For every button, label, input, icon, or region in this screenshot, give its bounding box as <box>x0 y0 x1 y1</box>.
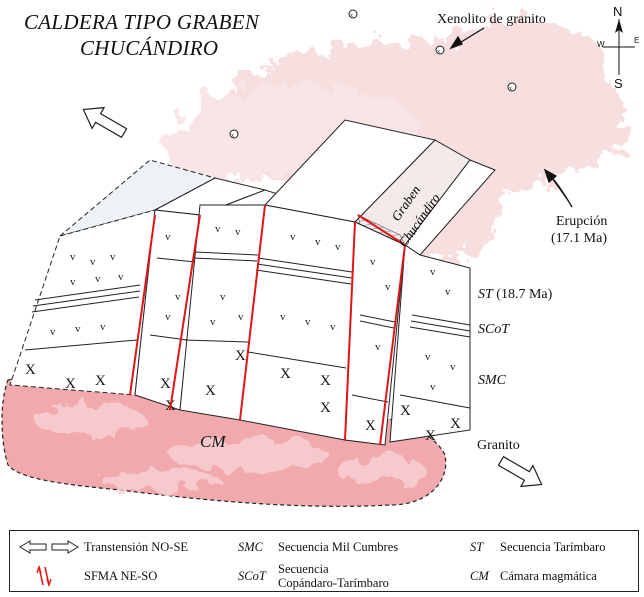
st-abbr: ST <box>478 287 493 302</box>
svg-text:X: X <box>280 366 291 382</box>
svg-text:X: X <box>320 400 331 416</box>
legend-fault-icon <box>36 565 52 587</box>
svg-text:v: v <box>70 251 76 263</box>
cm-label: CM <box>200 432 226 451</box>
svg-text:v: v <box>280 311 286 323</box>
legend-st-abbr: ST <box>470 540 484 554</box>
xenolith-icon: x <box>435 45 445 55</box>
svg-text:v: v <box>165 231 171 243</box>
granito-label: Granito <box>477 438 520 453</box>
svg-text:v: v <box>75 323 81 335</box>
crustal-block-6 <box>389 159 496 443</box>
svg-text:v: v <box>70 276 76 288</box>
svg-text:X: X <box>235 348 246 364</box>
crustal-block-2 <box>134 177 267 411</box>
compass-icon <box>603 19 635 75</box>
svg-text:X: X <box>365 418 376 434</box>
svg-text:v: v <box>290 231 296 243</box>
eruption-label-2: (17.1 Ma) <box>551 231 607 246</box>
legend-transtension: Transtensión NO-SE <box>84 540 189 554</box>
svg-text:v: v <box>118 271 124 283</box>
svg-text:x: x <box>509 86 512 92</box>
legend-arrow-right-icon <box>51 540 79 554</box>
svg-text:v: v <box>100 321 106 333</box>
svg-text:x: x <box>350 13 353 19</box>
transtension-arrow-se <box>497 455 543 488</box>
svg-text:v: v <box>430 266 436 278</box>
compass-south: S <box>614 76 623 91</box>
svg-text:X: X <box>160 376 171 392</box>
legend-smc-desc: Secuencia Mil Cumbres <box>278 540 399 554</box>
svg-text:v: v <box>175 291 181 303</box>
legend-sfma: SFMA NE-SO <box>84 569 158 583</box>
scot-label: SCoT <box>478 322 510 337</box>
xenolith-icon: x <box>507 82 517 92</box>
pointer-arrows <box>449 27 573 208</box>
legend-cm-desc: Cámara magmática <box>500 569 597 583</box>
svg-text:v: v <box>95 273 101 285</box>
xenolith-label: Xenolito de granito <box>437 12 546 27</box>
svg-text:X: X <box>65 376 76 392</box>
svg-text:v: v <box>215 223 221 235</box>
svg-text:v: v <box>370 256 376 268</box>
legend: Transtensión NO-SE SFMA NE-SO SMC Secuen… <box>9 530 639 592</box>
svg-text:v: v <box>430 381 436 393</box>
svg-text:X: X <box>425 428 436 444</box>
svg-text:v: v <box>335 241 341 253</box>
smc-label: SMC <box>478 373 506 388</box>
svg-text:v: v <box>210 316 216 328</box>
sfma-faults <box>129 204 406 446</box>
xenolith-icon: x <box>348 9 358 19</box>
svg-text:v: v <box>385 281 391 293</box>
svg-text:x: x <box>231 133 234 139</box>
legend-scot-desc-2: Copándaro-Tarímbaro <box>278 576 389 590</box>
svg-text:X: X <box>205 383 216 399</box>
xenolith-icons: x x x x <box>229 9 517 139</box>
legend-scot-desc-1: Secuencia <box>278 562 329 576</box>
svg-text:v: v <box>90 256 96 268</box>
svg-text:v: v <box>445 286 451 298</box>
svg-text:X: X <box>95 373 106 389</box>
legend-cm-abbr: CM <box>470 569 489 583</box>
compass-north: N <box>613 4 623 19</box>
svg-text:X: X <box>25 362 36 378</box>
svg-text:X: X <box>320 373 331 389</box>
legend-scot-abbr: SCoT <box>238 569 266 583</box>
legend-arrow-left-icon <box>19 540 47 554</box>
svg-text:v: v <box>450 361 456 373</box>
svg-text:v: v <box>375 341 381 353</box>
svg-text:v: v <box>235 226 241 238</box>
svg-text:v: v <box>110 251 116 263</box>
svg-text:X: X <box>400 403 411 419</box>
legend-st-desc: Secuencia Tarímbaro <box>500 540 606 554</box>
svg-text:v: v <box>220 291 226 303</box>
diagram-title-line2: CHUCÁNDIRO <box>80 36 219 60</box>
svg-text:x: x <box>437 49 440 55</box>
crustal-block-1 <box>9 159 217 396</box>
eruption-label-1: Erupción <box>556 214 608 229</box>
transtension-arrow-nw <box>82 106 128 139</box>
compass-east: E <box>634 36 640 45</box>
svg-text:v: v <box>50 326 56 338</box>
svg-text:v: v <box>330 321 336 333</box>
st-label: ST (18.7 Ma) <box>478 287 552 303</box>
svg-text:v: v <box>165 311 171 323</box>
svg-text:v: v <box>238 311 244 323</box>
xenolith-icon: x <box>229 129 239 139</box>
svg-text:v: v <box>305 316 311 328</box>
svg-text:X: X <box>450 416 461 432</box>
legend-smc-abbr: SMC <box>238 540 263 554</box>
diagram-title-line1: CALDERA TIPO GRABEN <box>24 10 260 34</box>
compass-west: W <box>597 40 605 49</box>
st-age: (18.7 Ma) <box>496 287 553 302</box>
svg-text:v: v <box>425 351 431 363</box>
svg-text:v: v <box>315 236 321 248</box>
